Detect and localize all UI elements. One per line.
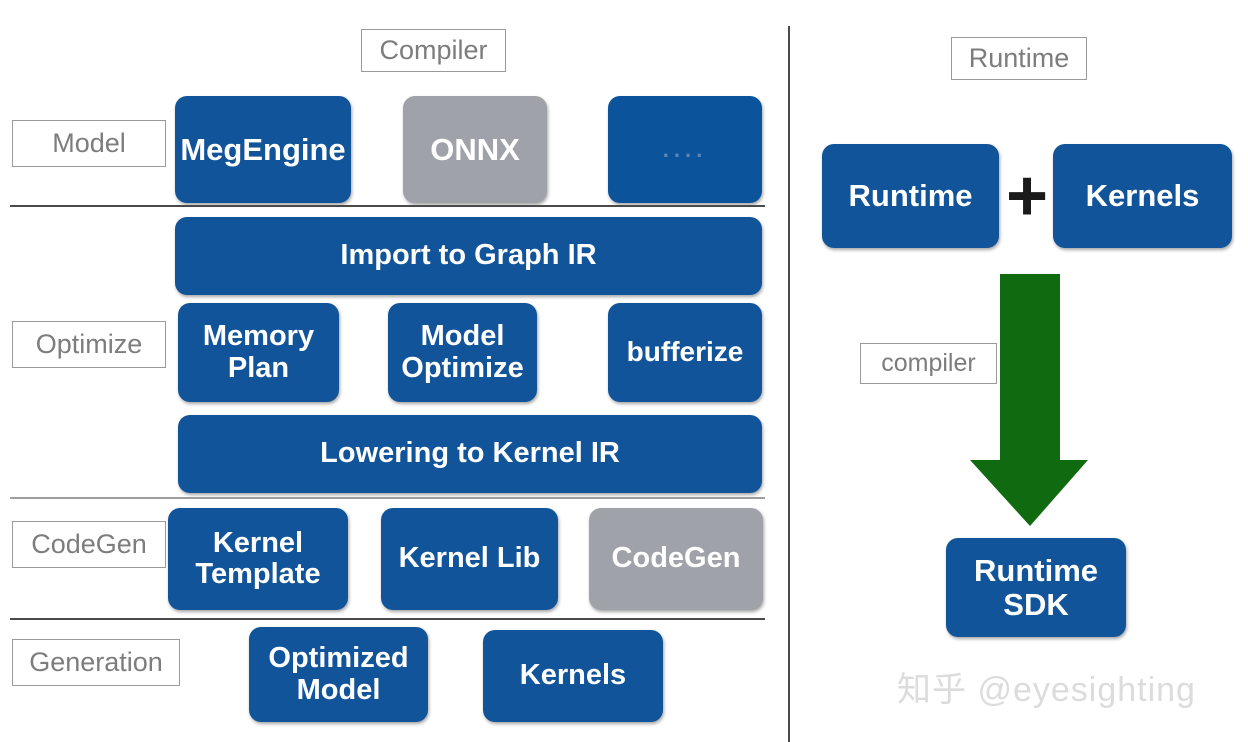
plus-icon: + — [1000, 160, 1054, 232]
node-kernel-template[interactable]: Kernel Template — [168, 508, 348, 610]
node-lowering-to-kernel-ir-label: Lowering to Kernel IR — [320, 437, 620, 470]
runtime-title-box: Runtime — [951, 37, 1087, 80]
node-optimized-model[interactable]: Optimized Model — [249, 627, 428, 722]
node-import-to-graph-ir-label: Import to Graph IR — [340, 239, 597, 272]
node-memory-plan[interactable]: Memory Plan — [178, 303, 339, 402]
compiler-title-box: Compiler — [361, 29, 506, 72]
node-onnx-label: ONNX — [430, 131, 520, 167]
node-model-optimize-label: Model Optimize — [401, 320, 524, 384]
node-kernels-generation-label: Kernels — [519, 659, 627, 692]
stage-label-codegen: CodeGen — [12, 521, 166, 568]
node-lowering-to-kernel-ir[interactable]: Lowering to Kernel IR — [178, 415, 762, 493]
node-codegen-label: CodeGen — [611, 542, 741, 575]
node-codegen[interactable]: CodeGen — [589, 508, 763, 610]
node-kernels-runtime[interactable]: Kernels — [1053, 144, 1232, 248]
node-bufferize-label: bufferize — [626, 336, 744, 368]
node-runtime-sdk[interactable]: Runtime SDK — [946, 538, 1126, 637]
node-more-models-label: .... — [662, 136, 708, 162]
node-runtime[interactable]: Runtime — [822, 144, 999, 248]
watermark-text: 知乎 @eyesighting — [897, 671, 1196, 709]
node-runtime-sdk-label: Runtime SDK — [974, 553, 1098, 622]
panel-divider — [788, 26, 790, 742]
node-kernel-template-label: Kernel Template — [195, 526, 321, 590]
stage-label-optimize: Optimize — [12, 321, 166, 368]
node-optimized-model-label: Optimized Model — [268, 642, 409, 706]
stage-label-generation: Generation — [12, 639, 180, 686]
node-kernels-generation[interactable]: Kernels — [483, 630, 663, 722]
node-megengine-label: MegEngine — [180, 131, 346, 167]
compiler-title-text: Compiler — [379, 35, 488, 65]
node-bufferize[interactable]: bufferize — [608, 303, 762, 402]
node-import-to-graph-ir[interactable]: Import to Graph IR — [175, 217, 762, 295]
node-memory-plan-label: Memory Plan — [202, 320, 315, 384]
stage-label-codegen-text: CodeGen — [31, 529, 147, 559]
node-more-models[interactable]: .... — [608, 96, 762, 203]
runtime-title-text: Runtime — [968, 43, 1070, 73]
node-kernel-lib[interactable]: Kernel Lib — [381, 508, 558, 610]
divider-model-optimize — [10, 205, 765, 207]
compiler-arrow-label: compiler — [860, 343, 997, 384]
stage-label-optimize-text: Optimize — [35, 329, 143, 359]
node-runtime-label: Runtime — [848, 178, 973, 214]
plus-icon-glyph: + — [1005, 156, 1049, 236]
stage-label-generation-text: Generation — [29, 647, 163, 677]
divider-codegen-generation — [10, 618, 765, 620]
node-megengine[interactable]: MegEngine — [175, 96, 351, 203]
node-model-optimize[interactable]: Model Optimize — [388, 303, 537, 402]
watermark: 知乎 @eyesighting — [897, 662, 1196, 711]
stage-label-model: Model — [12, 120, 166, 167]
node-kernels-runtime-label: Kernels — [1085, 178, 1200, 214]
divider-optimize-codegen — [10, 497, 765, 499]
compiler-arrow-label-text: compiler — [881, 349, 976, 377]
node-kernel-lib-label: Kernel Lib — [398, 542, 541, 575]
stage-label-model-text: Model — [52, 128, 126, 158]
node-onnx[interactable]: ONNX — [403, 96, 547, 203]
green-down-arrow-icon — [962, 274, 1094, 526]
